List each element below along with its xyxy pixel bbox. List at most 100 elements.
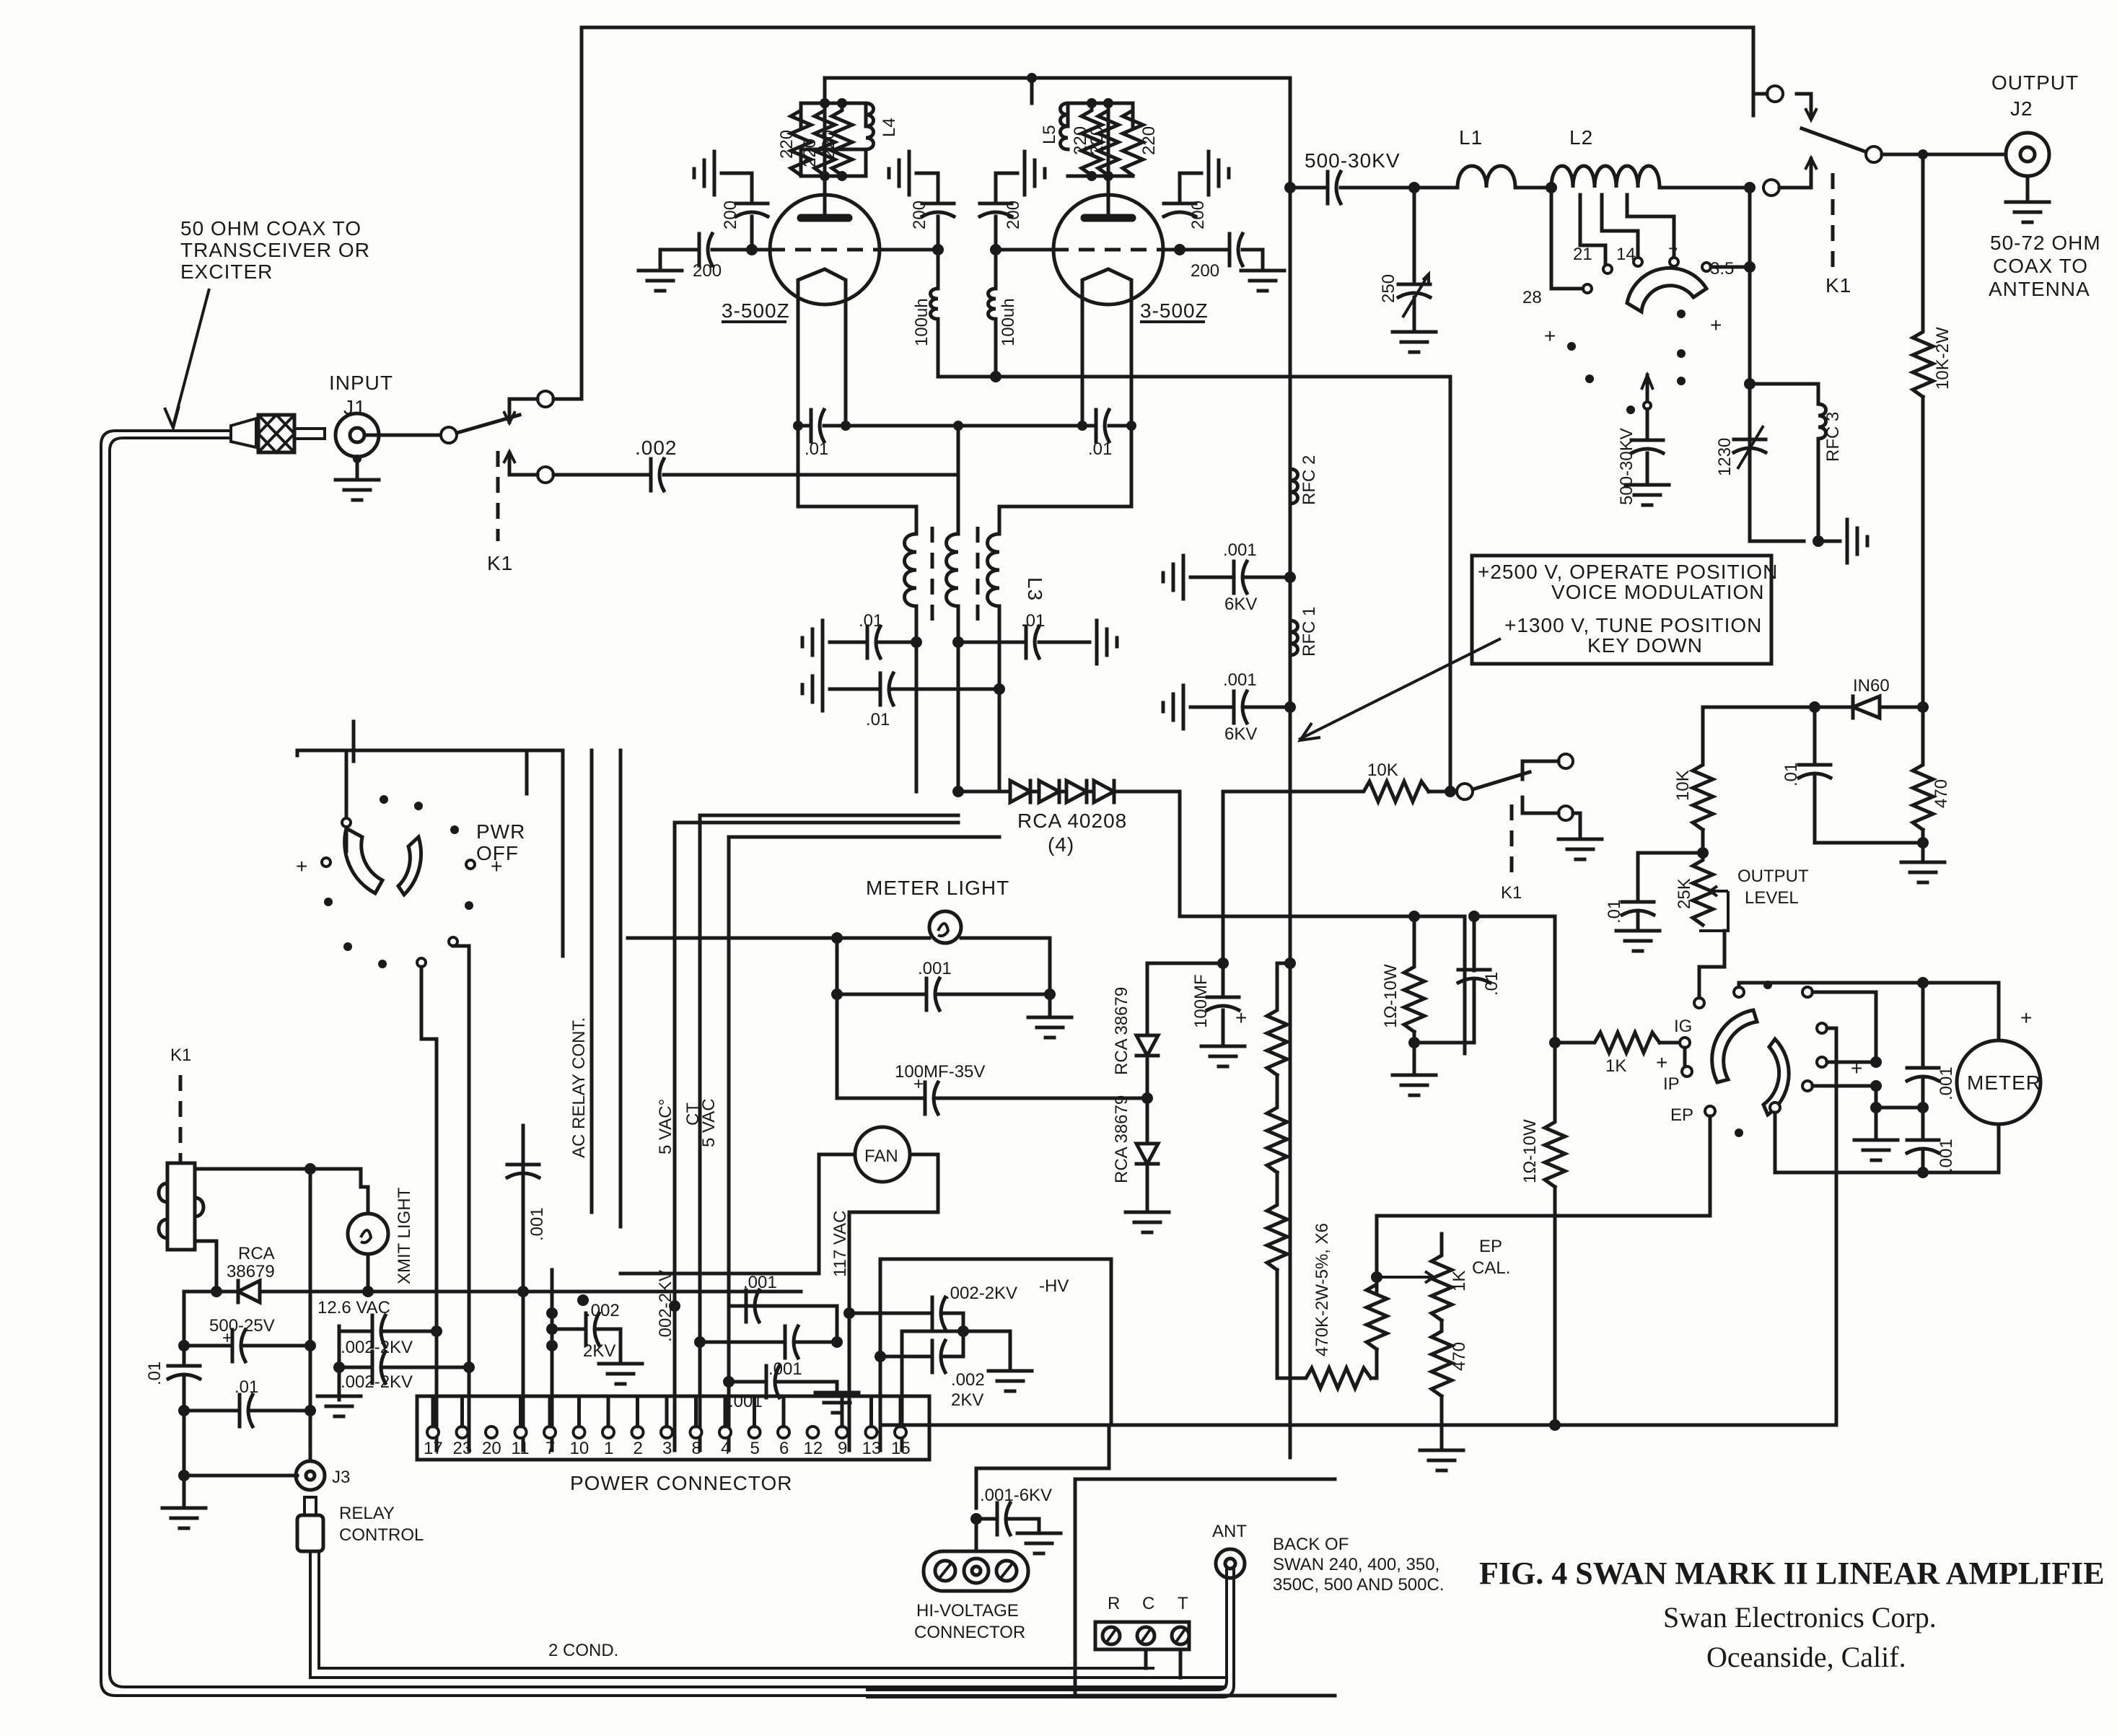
- svg-text:38679: 38679: [227, 1262, 275, 1281]
- svg-text:.002-2KV: .002-2KV: [945, 1284, 1017, 1303]
- svg-text:10K: 10K: [1367, 760, 1398, 780]
- relay-hv-bypass: .002-2KV .002-2KV: [317, 1315, 475, 1416]
- connector-pin-label: 5: [750, 1439, 760, 1458]
- connector-pin-label: 7: [545, 1439, 555, 1458]
- input-jack-j1: INPUT J1: [329, 372, 442, 500]
- coax-cable: [100, 429, 1227, 1697]
- svg-text:OUTPUT: OUTPUT: [1737, 867, 1809, 886]
- svg-text:1230: 1230: [1715, 438, 1735, 476]
- svg-text:RCA 38679: RCA 38679: [1112, 987, 1131, 1075]
- svg-text:.001: .001: [1937, 1066, 1956, 1100]
- relay-filter: 500-25V + .01 .01: [145, 1167, 316, 1528]
- svg-text:RFC 2: RFC 2: [1299, 455, 1319, 505]
- pi-network: 500-30KV 250 L1 L2: [1284, 126, 1818, 352]
- company-name: Swan Electronics Corp.: [1663, 1601, 1937, 1634]
- svg-text:250: 250: [1379, 274, 1398, 303]
- svg-text:28: 28: [1522, 288, 1542, 307]
- svg-text:3-500Z: 3-500Z: [1140, 299, 1209, 322]
- svg-text:7: 7: [1668, 245, 1678, 264]
- svg-text:IG: IG: [1674, 1017, 1692, 1036]
- svg-text:5 VAC: 5 VAC: [699, 1098, 719, 1147]
- svg-text:.002-2KV: .002-2KV: [341, 1372, 413, 1392]
- input-coax-note: 50 OHM COAX TO TRANSCEIVER OR EXCITER: [163, 217, 369, 433]
- svg-text:100uh: 100uh: [999, 298, 1018, 346]
- svg-text:J2: J2: [2010, 97, 2033, 120]
- bias-filter: + 100MF RCA 38679 RCA 38679: [1112, 957, 1247, 1232]
- svg-text:+: +: [2020, 1007, 2033, 1029]
- relay-coil-k1: K1: [157, 1045, 363, 1294]
- connector-pin: [805, 1425, 820, 1439]
- relay-jack-j3: J3 RELAY CONTROL 2 COND.: [294, 1408, 1227, 1679]
- input-coupling-cap: .002: [551, 437, 960, 491]
- plate-suppressor-v2: L5 220 220 220: [1040, 98, 1159, 197]
- svg-text:-HV: -HV: [1039, 1276, 1069, 1296]
- svg-text:K1: K1: [1825, 274, 1851, 297]
- neg-hv-bus: [878, 1224, 1838, 1431]
- svg-text:METER: METER: [1967, 1071, 2041, 1094]
- svg-text:K1: K1: [487, 552, 513, 574]
- svg-text:IN60: IN60: [1853, 676, 1890, 696]
- hv-feed: RFC 2 .001 6KV RFC 1 .001 6KV: [1163, 455, 1319, 744]
- svg-text:EP: EP: [1479, 1237, 1502, 1256]
- svg-text:.001: .001: [768, 1359, 802, 1379]
- connector-pin-label: 11: [512, 1439, 530, 1458]
- company-location: Oceanside, Calif.: [1706, 1641, 1906, 1673]
- svg-text:2KV: 2KV: [951, 1390, 983, 1410]
- svg-text:220: 220: [800, 139, 820, 167]
- svg-text:.01: .01: [805, 439, 828, 459]
- svg-text:200: 200: [1004, 201, 1023, 229]
- transceiver-back: ANT BACK OF SWAN 240, 400, 350, 350C, 50…: [866, 1477, 1444, 1698]
- output-level-detector: IN60 .01 470 10K .01 25K OUTPUT LEVEL: [1605, 676, 1951, 951]
- connector-pin-label: 3: [662, 1439, 672, 1458]
- svg-text:SWAN 240, 400, 350,: SWAN 240, 400, 350,: [1273, 1555, 1439, 1574]
- svg-text:J3: J3: [332, 1468, 350, 1487]
- svg-text:470K-2W-5%, X6: 470K-2W-5%, X6: [1312, 1223, 1332, 1356]
- figure-title: FIG. 4 SWAN MARK II LINEAR AMPLIFIE: [1479, 1556, 2105, 1591]
- meter-switch: IG + IP EP +: [1375, 929, 2001, 1294]
- grid-caps-v2-right: 200 200: [1162, 152, 1284, 291]
- svg-text:RFC 3: RFC 3: [1823, 412, 1843, 462]
- svg-text:.01: .01: [235, 1377, 258, 1397]
- svg-text:.002: .002: [951, 1370, 985, 1390]
- connector-pin-label: 15: [891, 1439, 911, 1458]
- voltage-note-box: +2500 V, OPERATE POSITION VOICE MODULATI…: [1297, 553, 1777, 742]
- svg-text:LEVEL: LEVEL: [1745, 888, 1799, 908]
- svg-text:+: +: [1544, 325, 1556, 347]
- svg-text:+: +: [222, 1328, 232, 1348]
- svg-text:INPUT: INPUT: [329, 372, 393, 394]
- svg-text:.01: .01: [1021, 611, 1045, 631]
- svg-text:100uh: 100uh: [912, 298, 932, 346]
- svg-text:PWR: PWR: [476, 820, 525, 843]
- svg-text:L3: L3: [1024, 577, 1046, 601]
- svg-text:200: 200: [1191, 261, 1219, 281]
- connector-pin-label: 12: [804, 1439, 823, 1458]
- svg-text:50 OHM COAX TO: 50 OHM COAX TO: [180, 217, 361, 240]
- svg-text:2 COND.: 2 COND.: [548, 1641, 618, 1660]
- svg-text:.01: .01: [859, 611, 882, 631]
- connector-pin-label: 1: [604, 1439, 613, 1458]
- svg-text:220: 220: [1139, 126, 1159, 155]
- svg-text:BACK OF: BACK OF: [1273, 1535, 1349, 1554]
- svg-text:14: 14: [1616, 245, 1636, 264]
- plate-suppressor-v1: 220 220 220 L4: [777, 98, 899, 197]
- svg-text:.001: .001: [1937, 1139, 1956, 1172]
- filament-bypass-caps: .01 .01 .01: [802, 611, 1117, 729]
- svg-text:21: 21: [1573, 245, 1592, 264]
- pl259-plug-icon: [229, 413, 326, 455]
- connector-pin-label: 6: [779, 1439, 789, 1458]
- connector-pin-label: 17: [424, 1439, 443, 1458]
- svg-text:2KV: 2KV: [583, 1341, 615, 1361]
- svg-text:(4): (4): [1048, 833, 1074, 856]
- svg-text:.01: .01: [1482, 972, 1502, 996]
- svg-text:+: +: [1851, 1057, 1863, 1079]
- svg-text:+: +: [491, 855, 503, 877]
- filament-bypass-v1: .01: [793, 301, 963, 459]
- svg-text:1Ω-10W: 1Ω-10W: [1381, 964, 1401, 1028]
- connector-pin-label: 2: [634, 1439, 643, 1458]
- power-switch: PWR OFF + +: [295, 719, 565, 1452]
- connector-pin-label: 10: [570, 1439, 589, 1458]
- svg-text:OUTPUT: OUTPUT: [1991, 71, 2079, 94]
- svg-text:500-30KV: 500-30KV: [1305, 149, 1401, 172]
- filament-transformer-l3: L3: [796, 424, 1134, 794]
